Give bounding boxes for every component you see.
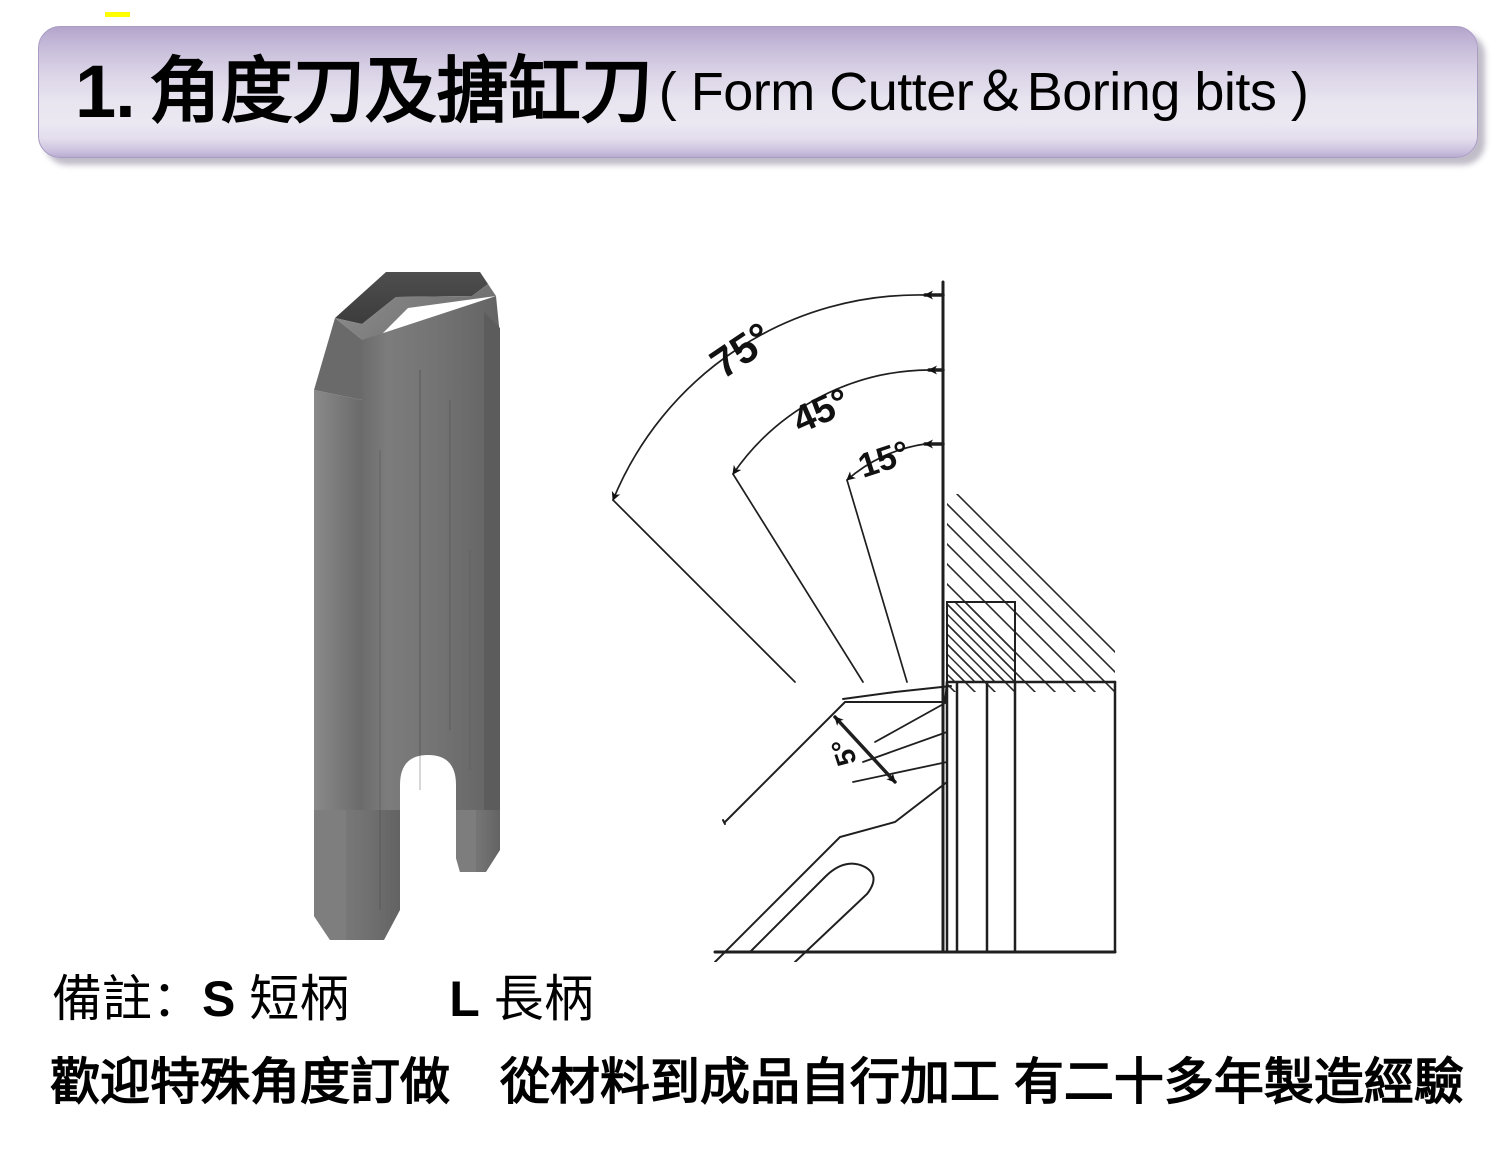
insert-block-hatching xyxy=(947,602,1015,682)
highlight-tick-mark xyxy=(105,12,130,17)
note-line-2: 歡迎特殊角度訂做 從材料到成品自行加工 有二十多年製造經驗 xyxy=(50,1054,1464,1110)
arc-75 xyxy=(611,294,926,501)
tool-right-edge-face xyxy=(484,312,500,810)
title-number: 1. xyxy=(75,50,136,133)
tool-body-top-line xyxy=(842,685,952,700)
tool-surface-texture xyxy=(379,370,471,910)
title-english: ( Form Cutter＆Boring bits ) xyxy=(658,62,1309,122)
tool-shank-body xyxy=(362,296,500,810)
angle-label-75: 75° xyxy=(702,313,781,387)
note-code-l: L xyxy=(449,971,480,1027)
tool-face-line-3 xyxy=(852,761,948,783)
radial-line-15 xyxy=(846,479,908,683)
angle-diagram: 75° 45° 15° 5° xyxy=(595,262,1135,962)
tool-nose-shoulder xyxy=(314,318,370,400)
tool-top-bevel xyxy=(335,284,496,346)
tool-face-line-2 xyxy=(862,731,948,763)
radial-line-45 xyxy=(732,473,864,683)
arrow-lower-angle xyxy=(833,715,897,784)
radial-line-75 xyxy=(612,499,796,683)
arc-45 xyxy=(732,369,930,475)
angle-label-45: 45° xyxy=(787,380,857,442)
title-chinese: 角度刀及搪缸刀 xyxy=(148,52,653,132)
tool-photo xyxy=(300,250,560,950)
title-banner: 1. 角度刀及搪缸刀 ( Form Cutter＆Boring bits ) xyxy=(38,26,1478,158)
tool-body-lower-edge xyxy=(714,781,948,962)
note-code-s-text: 短柄 xyxy=(235,971,350,1027)
carbide-insert xyxy=(335,272,488,324)
angle-label-15: 15° xyxy=(854,434,915,486)
tool-body-relief-curve xyxy=(749,862,875,962)
note-gap xyxy=(349,971,449,1027)
note-line-1: 備註：S 短柄 L 長柄 xyxy=(52,972,594,1027)
tool-slot-extension xyxy=(400,810,456,890)
note-remark-prefix: 備註： xyxy=(52,971,202,1027)
tool-prong-right-side xyxy=(456,810,476,872)
tool-photo-svg xyxy=(314,272,500,940)
title-banner-content: 1. 角度刀及搪缸刀 ( Form Cutter＆Boring bits ) xyxy=(39,27,1477,157)
note-code-l-text: 長柄 xyxy=(479,971,594,1027)
tool-left-side-face xyxy=(314,390,362,810)
arc-15 xyxy=(846,443,926,481)
note-code-s: S xyxy=(202,971,236,1027)
angle-diagram-svg: 75° 45° 15° 5° xyxy=(611,280,1117,962)
tool-prong-left-side xyxy=(314,810,346,940)
